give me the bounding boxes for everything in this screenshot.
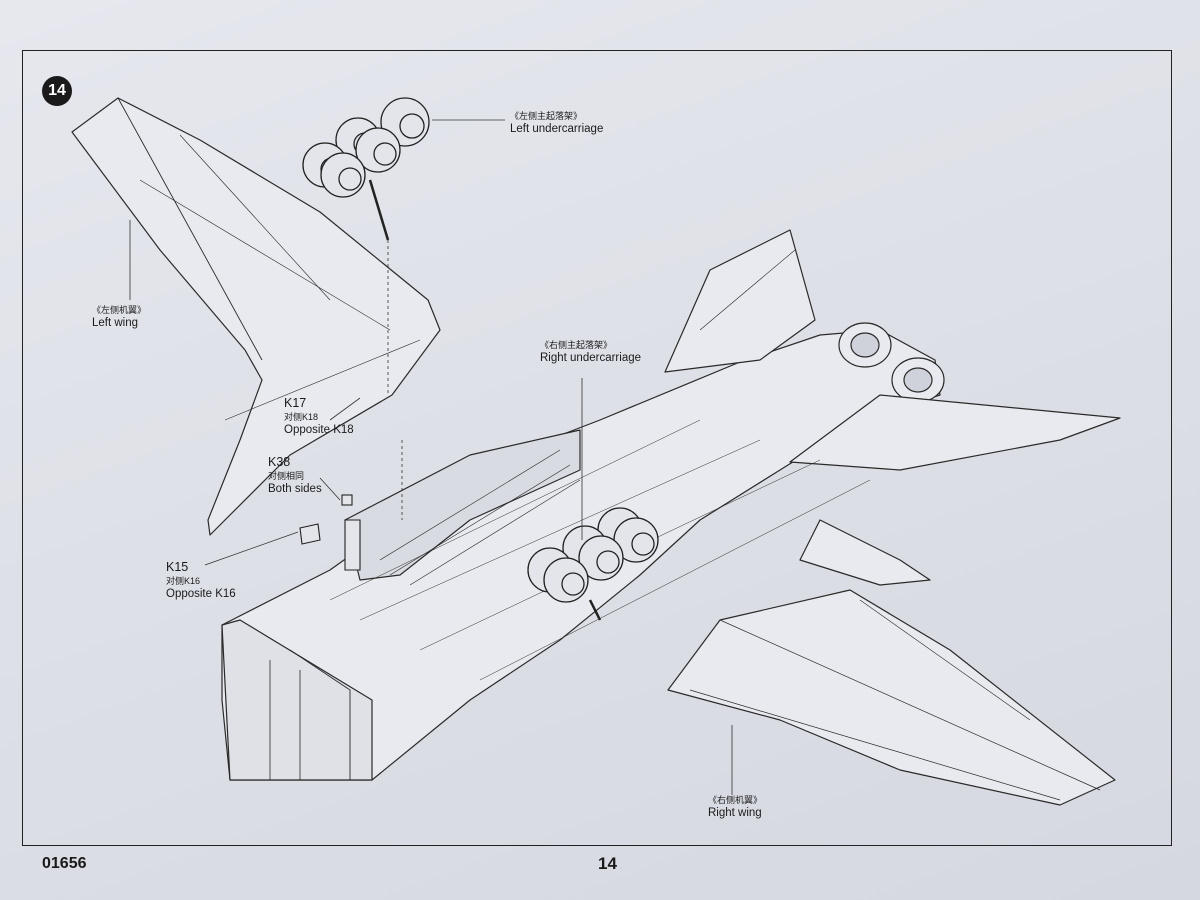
page-frame [22,50,1172,846]
air-intake [221,619,373,781]
k15-en: Opposite K16 [166,587,236,600]
callout-left-undercarriage: 《左侧主起落架》 Left undercarriage [510,111,603,137]
part-k38 [341,494,353,506]
k17-en: Opposite K18 [284,423,354,436]
right-undercarriage-part [527,507,659,621]
left-wing-cn: 《左侧机翼》 [92,305,147,315]
k38-cn: 对侧相同 [268,470,305,481]
page-number: 14 [598,854,617,873]
right-wing-part [667,589,1116,806]
k17-cn: 对侧K18 [284,411,319,422]
part-number-k15: K15 [166,560,189,574]
k15-cn: 对侧K16 [166,575,201,586]
right-wing-en: Right wing [708,807,762,820]
callout-k17: K17 对侧K18 Opposite K18 [284,396,354,437]
gear-bay [344,429,581,581]
left-wing-part [71,97,441,536]
left-wing-en: Left wing [92,317,139,330]
callout-right-wing: 《右侧机翼》 Right wing [708,795,762,821]
vertical-tail [664,229,816,373]
right-undercarriage-cn: 《右侧主起落架》 [540,340,613,350]
callout-left-wing: 《左侧机翼》 Left wing [92,305,146,331]
left-undercarriage-cn: 《左侧主起落架》 [510,111,583,121]
part-number-k38: K38 [268,455,291,469]
left-undercarriage-part [302,97,430,241]
part-number-k17: K17 [284,396,307,410]
right-wing-cn: 《右侧机翼》 [708,795,763,805]
left-undercarriage-en: Left undercarriage [510,123,604,136]
k38-en: Both sides [268,482,322,495]
part-k15 [299,523,321,545]
part-k17-strut [344,519,361,571]
callout-k15: K15 对侧K16 Opposite K16 [166,560,236,601]
right-undercarriage-en: Right undercarriage [540,352,642,365]
callout-right-undercarriage: 《右侧主起落架》 Right undercarriage [540,340,641,366]
step-number-badge: 14 [42,76,72,106]
kit-code: 01656 [42,855,87,872]
leader-lines [129,119,733,795]
horizontal-tail [789,394,1121,471]
callout-k38: K38 对侧相同 Both sides [268,455,322,496]
